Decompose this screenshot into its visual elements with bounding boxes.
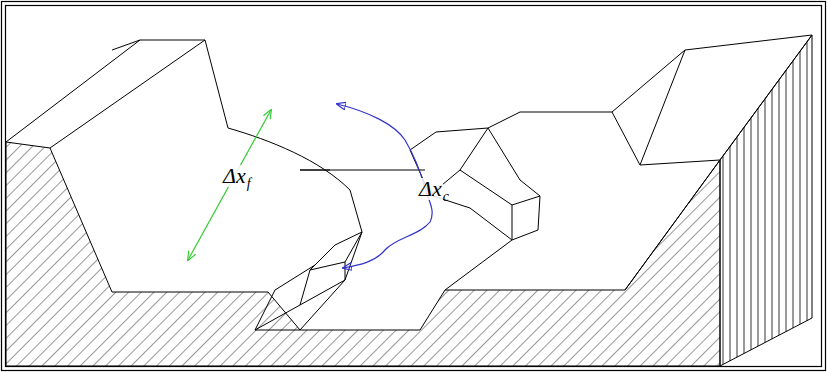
left-slope-edge	[205, 40, 228, 128]
left-block	[255, 232, 362, 330]
right-face	[720, 35, 812, 366]
subscript: c	[442, 190, 450, 204]
fault-displacement-arrow	[188, 110, 271, 260]
terrain-lines	[6, 35, 812, 366]
left-wall-top	[6, 40, 205, 148]
displacement-symbol: Δx	[418, 178, 443, 200]
mound-edge	[228, 128, 362, 232]
inner-frame	[6, 6, 822, 367]
right-wall	[612, 35, 812, 290]
front-section	[6, 142, 720, 366]
subscript: f	[246, 177, 252, 191]
displacement-symbol: Δx	[222, 165, 247, 187]
